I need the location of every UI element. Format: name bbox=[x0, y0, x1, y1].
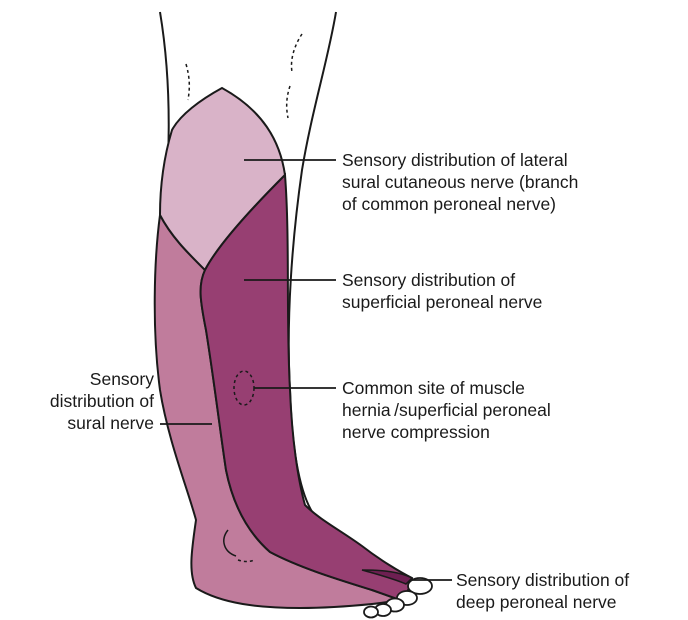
label-line: distribution of bbox=[20, 390, 154, 412]
label-line: nerve compression bbox=[342, 421, 551, 443]
label-line: superficial peroneal nerve bbox=[342, 291, 542, 313]
label-sural-nerve: Sensory distribution of sural nerve bbox=[20, 368, 154, 434]
leg-outline-lateral bbox=[289, 12, 336, 520]
label-line: sural nerve bbox=[20, 412, 154, 434]
toe-5 bbox=[364, 607, 378, 618]
label-line: Sensory distribution of lateral bbox=[342, 149, 578, 171]
label-line: of common peroneal nerve) bbox=[342, 193, 578, 215]
label-line: Sensory bbox=[20, 368, 154, 390]
label-line: Sensory distribution of bbox=[456, 569, 629, 591]
knee-crease-right-lower bbox=[287, 86, 290, 118]
label-line: Sensory distribution of bbox=[342, 269, 542, 291]
label-muscle-hernia-site: Common site of muscle hernia /superficia… bbox=[342, 377, 551, 443]
knee-crease-right bbox=[291, 34, 302, 72]
label-deep-peroneal-nerve: Sensory distribution of deep peroneal ne… bbox=[456, 569, 629, 613]
knee-crease-left bbox=[186, 64, 189, 100]
label-lateral-sural-cutaneous-nerve: Sensory distribution of lateral sural cu… bbox=[342, 149, 578, 215]
label-superficial-peroneal-nerve: Sensory distribution of superficial pero… bbox=[342, 269, 542, 313]
label-line: deep peroneal nerve bbox=[456, 591, 629, 613]
label-line: hernia /superficial peroneal bbox=[342, 399, 551, 421]
label-line: sural cutaneous nerve (branch bbox=[342, 171, 578, 193]
label-line: Common site of muscle bbox=[342, 377, 551, 399]
